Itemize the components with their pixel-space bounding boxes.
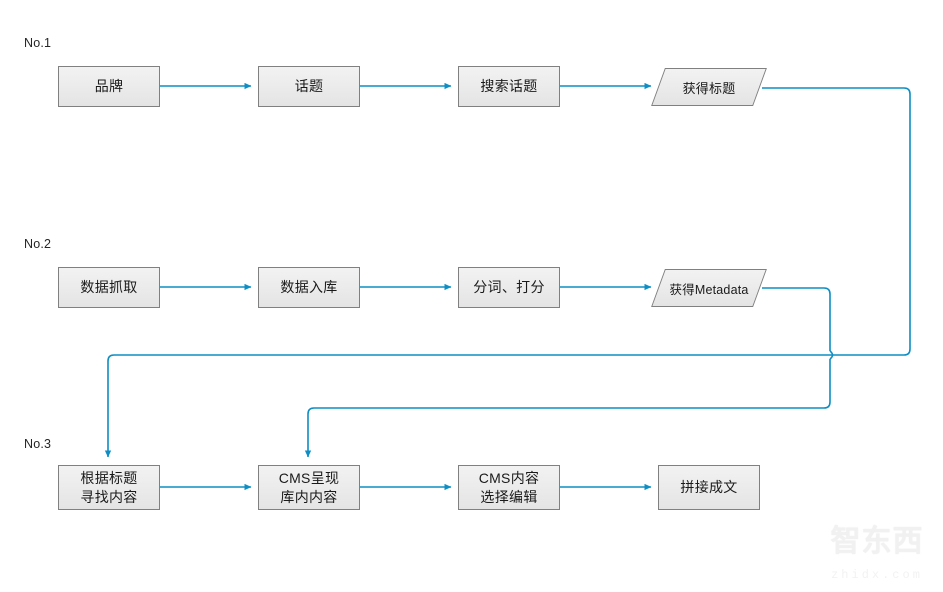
node-cms-neirong-line1: CMS内容 (478, 469, 540, 486)
node-genju-biaoti-line1: 根据标题 (80, 469, 138, 486)
node-cms-neirong-xuanze-bianji[interactable]: CMS内容 选择编辑 (458, 465, 560, 510)
line-hop-crossing (829, 350, 834, 360)
node-sousuo-huati[interactable]: 搜索话题 (458, 66, 560, 107)
edge-n2-4-to-n3-2 (308, 287, 831, 457)
node-cms-chengxian-line1: CMS呈现 (278, 469, 340, 486)
node-shuju-zhuaqu[interactable]: 数据抓取 (58, 267, 160, 308)
node-sousuo-huati-label: 搜索话题 (480, 78, 538, 95)
node-shuju-ruku-label: 数据入库 (280, 279, 338, 296)
node-pinjie-chengwen-label: 拼接成文 (680, 479, 738, 496)
row-label-no1: No.1 (24, 36, 52, 50)
node-huode-metadata[interactable]: 获得Metadata (651, 269, 767, 307)
node-pinpai-label: 品牌 (94, 78, 124, 95)
watermark: 智东西 zhidx.com (817, 522, 937, 584)
node-shuju-zhuaqu-label: 数据抓取 (80, 279, 138, 296)
node-huode-metadata-label: 获得Metadata (669, 282, 749, 297)
node-cms-chengxian-line2: 库内内容 (280, 488, 338, 505)
row-label-no2: No.2 (24, 237, 52, 251)
node-genju-biaoti-line2: 寻找内容 (80, 488, 138, 505)
watermark-logo-text: 智东西 (830, 525, 924, 558)
node-genju-biaoti-xunzhao-neirong[interactable]: 根据标题 寻找内容 (58, 465, 160, 510)
watermark-domain-text: zhidx.com (831, 568, 923, 582)
node-fenci-dafen[interactable]: 分词、打分 (458, 267, 560, 308)
node-shuju-ruku[interactable]: 数据入库 (258, 267, 360, 308)
node-cms-chengxian-kunei-neirong[interactable]: CMS呈现 库内内容 (258, 465, 360, 510)
node-huode-biaoti-label: 获得标题 (682, 80, 736, 96)
node-fenci-dafen-label: 分词、打分 (473, 279, 545, 296)
node-huode-biaoti[interactable]: 获得标题 (651, 68, 767, 106)
row-label-no3: No.3 (24, 437, 52, 451)
node-pinpai[interactable]: 品牌 (58, 66, 160, 107)
node-cms-neirong-line2: 选择编辑 (480, 488, 538, 505)
node-huati-label: 话题 (294, 78, 324, 95)
node-huati[interactable]: 话题 (258, 66, 360, 107)
node-pinjie-chengwen[interactable]: 拼接成文 (658, 465, 760, 510)
